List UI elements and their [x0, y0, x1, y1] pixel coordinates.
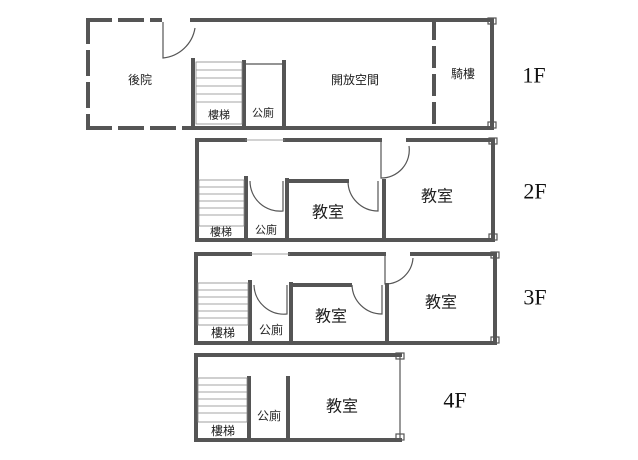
door-swing-icon	[347, 180, 379, 212]
stairs-4f	[197, 377, 248, 423]
floor-1f: 後院 樓梯 公廁 開放空間 騎樓 1F	[86, 17, 546, 130]
stairs-2f	[198, 179, 245, 227]
room-restroom-3f: 公廁	[259, 322, 283, 337]
window-post-icon	[488, 137, 498, 145]
floor-label-3f: 3F	[523, 285, 546, 310]
door-swing-icon	[351, 284, 383, 315]
floor-label-2f: 2F	[523, 179, 546, 204]
room-stairs-3f: 樓梯	[211, 325, 235, 340]
stairs-3f	[197, 282, 249, 326]
door-swing-icon	[162, 22, 196, 59]
room-classroom-small-3f: 教室	[315, 307, 347, 326]
room-classroom-small-2f: 教室	[312, 203, 344, 222]
door-swing-icon	[249, 180, 284, 212]
room-restroom-4f: 公廁	[257, 408, 281, 423]
floor-2f: 樓梯 公廁 教室 教室 2F	[195, 137, 547, 242]
floor-1f-walls	[190, 18, 494, 130]
window-post-icon	[395, 352, 405, 360]
floor-3f: 樓梯 公廁 教室 教室 3F	[194, 251, 547, 345]
window-post-icon	[395, 433, 405, 441]
floor-4f-walls	[194, 353, 402, 442]
room-stairs-4f: 樓梯	[211, 423, 235, 438]
room-classroom-large-2f: 教室	[421, 187, 453, 206]
room-arcade: 騎樓	[451, 66, 475, 81]
room-stairs-2f: 樓梯	[210, 225, 232, 239]
floor-label-4f: 4F	[443, 388, 466, 413]
window-post-icon	[487, 17, 497, 25]
room-restroom-2f: 公廁	[255, 223, 277, 237]
window-post-icon	[490, 251, 500, 259]
room-classroom-large-3f: 教室	[425, 293, 457, 312]
window-post-icon	[487, 121, 497, 129]
room-classroom-4f: 教室	[326, 397, 358, 416]
stairs-1f	[195, 61, 243, 125]
room-stairs-1f: 樓梯	[208, 108, 230, 122]
window-post-icon	[488, 233, 498, 241]
door-swing-icon	[384, 256, 414, 285]
room-restroom-1f: 公廁	[252, 106, 274, 120]
floor-4f: 樓梯 公廁 教室 4F	[194, 352, 467, 442]
room-open-space: 開放空間	[331, 72, 379, 87]
window-post-icon	[490, 336, 500, 344]
door-swing-icon	[253, 284, 288, 315]
door-swing-icon	[380, 142, 410, 179]
room-backyard: 後院	[128, 73, 152, 87]
floor-label-1f: 1F	[522, 63, 545, 88]
